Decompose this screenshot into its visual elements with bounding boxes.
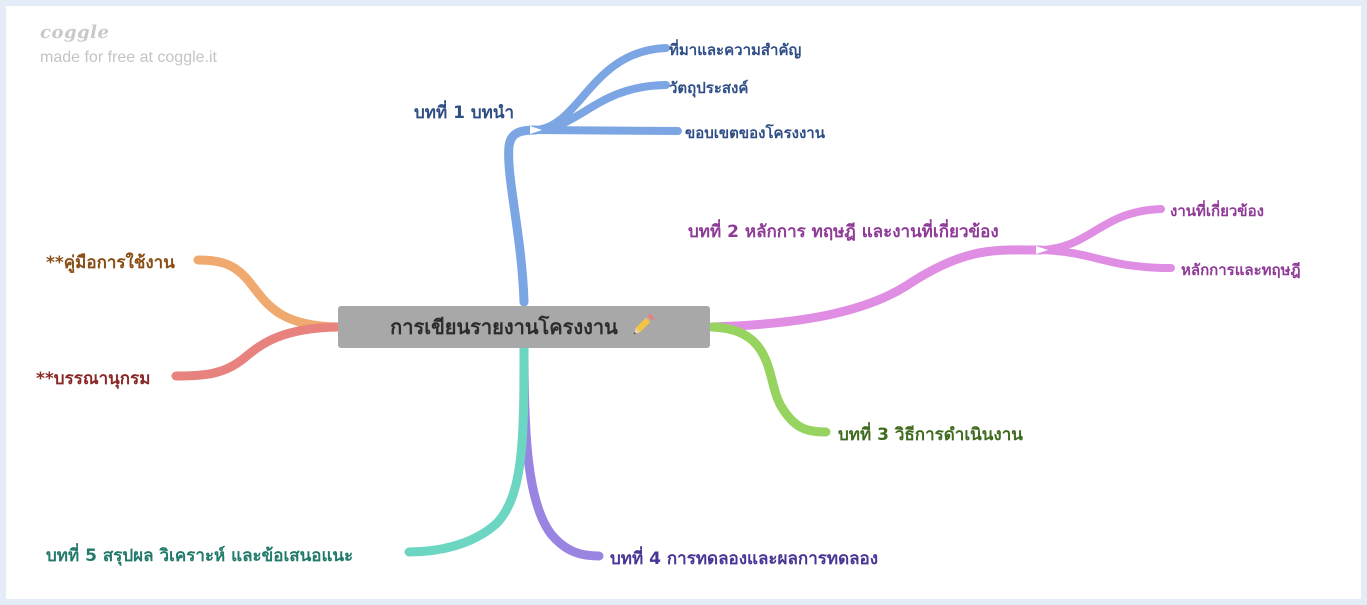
central-node[interactable]: การเขียนรายงานโครงงาน <box>338 306 710 348</box>
branch-links <box>171 44 1175 561</box>
node-bibliography[interactable]: **บรรณานุกรม <box>36 369 151 389</box>
link-ch4 <box>519 343 604 561</box>
connector-ch2-icon <box>1036 246 1048 254</box>
connector-ch1-icon <box>530 126 542 134</box>
central-node-label: การเขียนรายงานโครงงาน <box>390 315 618 339</box>
link-ch1-sub2 <box>532 81 670 134</box>
pencil-icon <box>628 310 658 345</box>
node-manual[interactable]: **คู่มือการใช้งาน <box>46 253 175 273</box>
link-ch2-sub1 <box>1037 205 1165 254</box>
brand-tagline: made for free at coggle.it <box>40 49 217 66</box>
link-ch1 <box>504 125 541 307</box>
mindmap-canvas[interactable]: coggle made for free at coggle.it การเขี… <box>6 6 1361 599</box>
node-ch3[interactable]: บทที่ 3 วิธีการดำเนินงาน <box>838 425 1023 445</box>
link-ch2 <box>707 245 1046 332</box>
node-ch2-sub1[interactable]: งานที่เกี่ยวข้อง <box>1170 202 1264 220</box>
node-ch1-sub2[interactable]: วัตถุประสงค์ <box>669 79 749 97</box>
node-ch1[interactable]: บทที่ 1 บทนำ <box>414 103 515 123</box>
link-biblio <box>171 322 343 381</box>
node-ch4[interactable]: บทที่ 4 การทดลองและผลการทดลอง <box>610 549 879 569</box>
node-ch5[interactable]: บทที่ 5 สรุปผล วิเคราะห์ และข้อเสนอแนะ <box>46 546 354 566</box>
node-ch1-sub3[interactable]: ขอบเขตของโครงงาน <box>685 124 825 142</box>
node-ch1-sub1[interactable]: ที่มาและความสำคัญ <box>669 41 802 59</box>
link-ch2-sub2 <box>1037 246 1175 272</box>
node-ch2-sub2[interactable]: หลักการและทฤษฎี <box>1181 261 1301 279</box>
brand: coggle made for free at coggle.it <box>40 22 217 67</box>
link-manual <box>193 255 343 332</box>
link-ch1-sub3 <box>532 126 682 135</box>
brand-logo: coggle <box>40 22 110 43</box>
node-ch2[interactable]: บทที่ 2 หลักการ ทฤษฎี และงานที่เกี่ยวข้อ… <box>688 222 999 242</box>
link-ch5 <box>404 343 529 557</box>
link-ch3 <box>707 322 831 437</box>
